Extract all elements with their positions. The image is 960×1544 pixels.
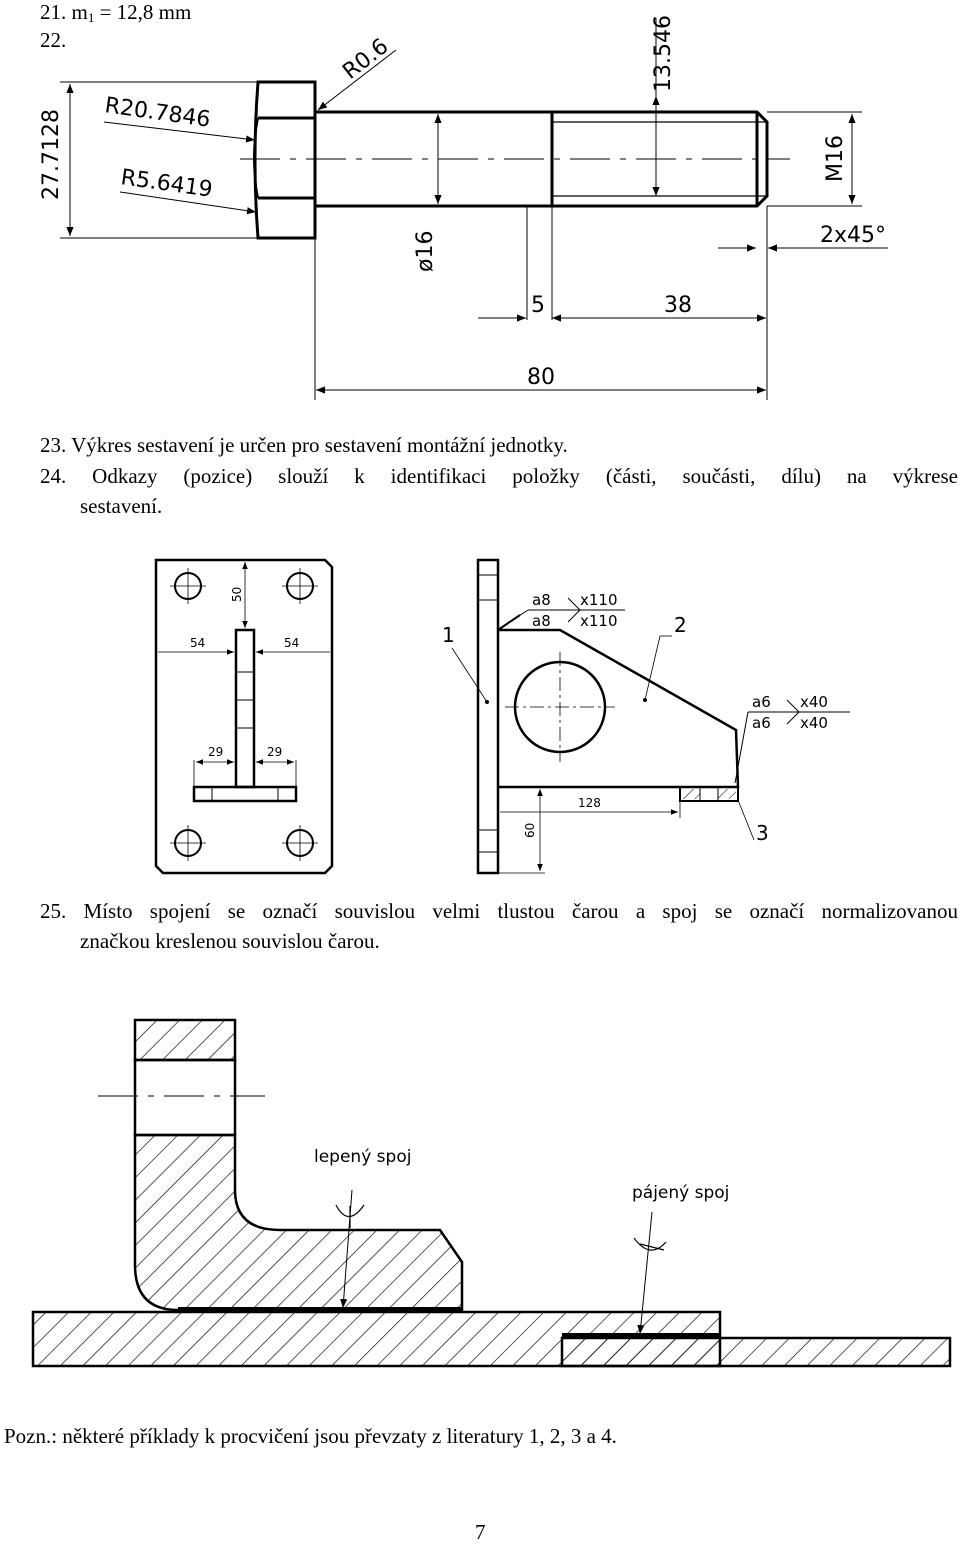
dim-128: 128 [578,796,601,810]
weld-x110-top: x110 [580,591,618,609]
dim-height: 27.7128 [39,109,64,200]
dim-80: 80 [527,365,555,390]
dim-38: 38 [664,293,692,318]
bolt-head [253,80,317,240]
weld-a8-bottom: a8 [532,612,551,630]
pos-1: 1 [442,623,455,647]
dim-54-left: 54 [190,636,205,650]
note: Pozn.: některé příklady k procvičení jso… [4,1424,617,1448]
joint-drawing: lepený spoj pájený spoj [31,1018,952,1368]
dim-29-right: 29 [267,745,282,759]
item-24-line1: 24. Odkazy (pozice) slouží k identifikac… [40,464,958,488]
item-25-line2: značkou kreslenou souvislou čarou. [80,929,380,953]
item-21: 21. m1 = 12,8 mm [40,0,191,30]
pos-3: 3 [756,821,769,845]
item-21-prefix: 21. m [40,0,88,24]
label-soldered: pájený spoj [632,1183,729,1203]
dim-r-large: R20.7846 [103,93,212,133]
page-number: 7 [475,1520,486,1544]
item-22: 22. [40,28,67,52]
bolt-head-arc [253,117,259,199]
dim-5: 5 [531,293,545,318]
dim-r-small: R5.6419 [119,165,214,203]
plate-front-view: 50 54 54 29 29 [154,558,334,875]
weld-a6-top: a6 [752,693,771,711]
weld-a8-top: a8 [532,591,551,609]
bolt-shank [315,110,769,208]
dim-r-fillet: R0.6 [338,34,393,85]
item-21-subscript: 1 [87,10,95,25]
dim-shank-dia: ø16 [413,231,438,272]
dim-29-left: 29 [208,745,223,759]
dim-60: 60 [523,823,537,838]
item-24-line2: sestavení. [80,494,163,518]
dim-50: 50 [230,587,244,602]
item-23: 23. Výkres sestavení je určen pro sestav… [40,433,568,457]
dim-thread-len: 13.546 [651,15,676,92]
item-25-line1: 25. Místo spojení se označí souvislou ve… [40,899,958,923]
weld-x40-bottom: x40 [800,714,828,732]
weld-x40-top: x40 [800,693,828,711]
dim-54-right: 54 [284,636,299,650]
bracket-side-view: 1 2 3 a8 a8 x110 x110 a6 a6 x40 x40 128 … [442,558,850,875]
pos-2: 2 [674,613,687,637]
weld-x110-bottom: x110 [580,612,618,630]
dim-chamfer: 2x45° [820,223,886,248]
bolt-drawing: 27.7128 R20.7846 R5.6419 R0.6 13.546 M16… [39,15,888,400]
dim-thread: M16 [823,135,848,182]
item-21-value: = 12,8 mm [94,0,192,24]
label-glued: lepený spoj [314,1147,411,1167]
weld-a6-bottom: a6 [752,714,771,732]
